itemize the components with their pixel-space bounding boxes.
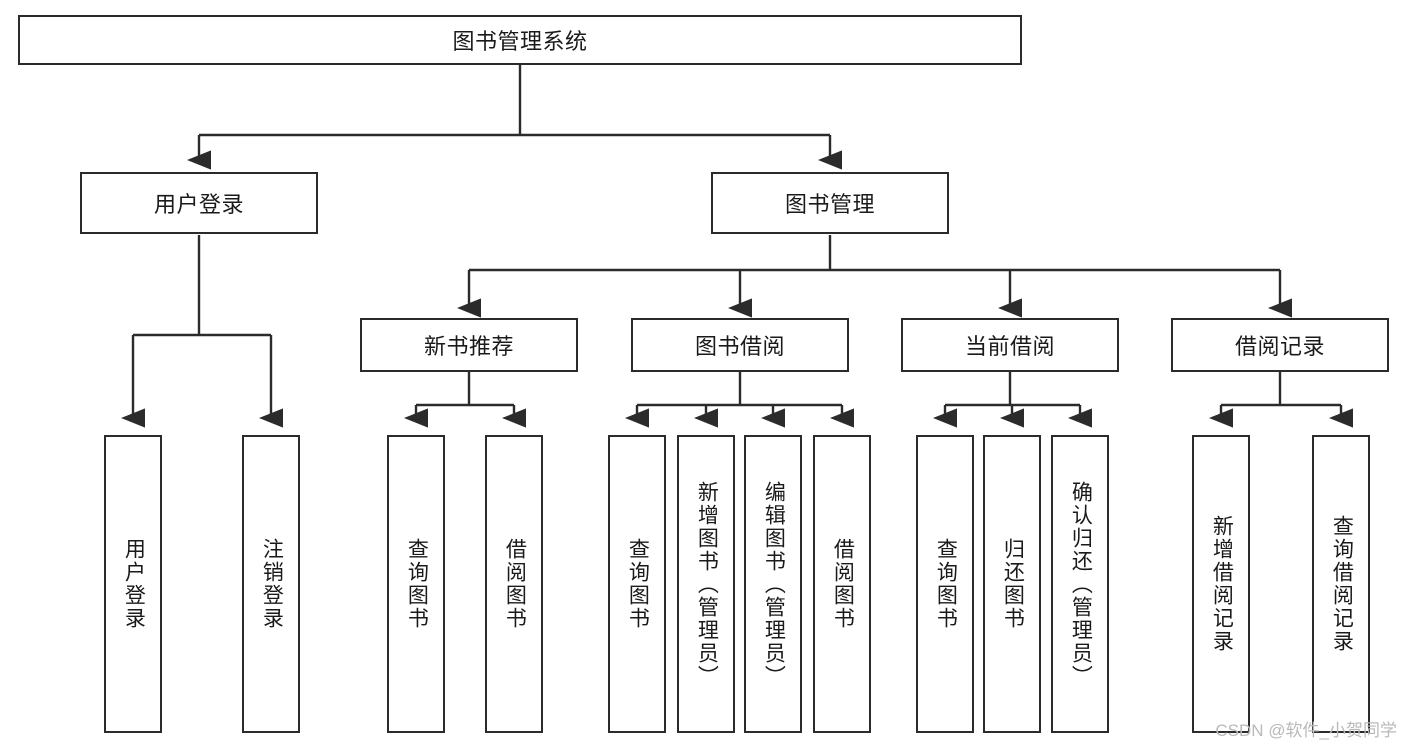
- node-label: 当前借阅: [964, 334, 1055, 359]
- node-label: 确认归还（管理员）: [1069, 480, 1093, 688]
- node-user-login[interactable]: 用户登录: [80, 172, 318, 234]
- leaf-user-login-2[interactable]: 注销登录: [242, 435, 300, 733]
- node-label: 查询图书: [626, 538, 650, 630]
- leaf-book-borrow-4[interactable]: 借阅图书: [813, 435, 871, 733]
- node-label: 新书推荐: [423, 334, 514, 359]
- node-label: 新增图书（管理员）: [695, 480, 719, 688]
- node-root-system[interactable]: 图书管理系统: [18, 15, 1022, 65]
- leaf-borrow-record-2[interactable]: 查询借阅记录: [1312, 435, 1370, 733]
- node-label: 查询图书: [405, 538, 429, 630]
- leaf-new-book-2[interactable]: 借阅图书: [485, 435, 543, 733]
- node-label: 新增借阅记录: [1210, 515, 1234, 653]
- leaf-borrow-record-1[interactable]: 新增借阅记录: [1192, 435, 1250, 733]
- leaf-new-book-1[interactable]: 查询图书: [387, 435, 445, 733]
- node-label: 图书管理系统: [452, 29, 588, 54]
- node-new-book-recommend[interactable]: 新书推荐: [360, 318, 578, 372]
- node-book-management[interactable]: 图书管理: [711, 172, 949, 234]
- node-label: 借阅图书: [503, 538, 527, 630]
- node-label: 借阅图书: [831, 538, 855, 630]
- leaf-book-borrow-3[interactable]: 编辑图书（管理员）: [744, 435, 802, 733]
- node-label: 编辑图书（管理员）: [762, 480, 786, 688]
- node-current-borrow[interactable]: 当前借阅: [901, 318, 1119, 372]
- leaf-user-login-1[interactable]: 用户登录: [104, 435, 162, 733]
- node-label: 图书管理: [784, 192, 875, 217]
- node-label: 图书借阅: [694, 334, 785, 359]
- node-label: 查询借阅记录: [1330, 515, 1354, 653]
- node-label: 用户登录: [122, 538, 146, 630]
- leaf-current-borrow-2[interactable]: 归还图书: [983, 435, 1041, 733]
- node-label: 归还图书: [1001, 538, 1025, 630]
- leaf-book-borrow-1[interactable]: 查询图书: [608, 435, 666, 733]
- leaf-current-borrow-3[interactable]: 确认归还（管理员）: [1051, 435, 1109, 733]
- node-label: 注销登录: [260, 538, 284, 630]
- node-label: 用户登录: [153, 192, 244, 217]
- node-label: 查询图书: [934, 538, 958, 630]
- leaf-current-borrow-1[interactable]: 查询图书: [916, 435, 974, 733]
- node-book-borrow[interactable]: 图书借阅: [631, 318, 849, 372]
- node-borrow-record[interactable]: 借阅记录: [1171, 318, 1389, 372]
- node-label: 借阅记录: [1234, 334, 1325, 359]
- watermark-text: CSDN @软件_小贺同学: [1215, 721, 1397, 740]
- leaf-book-borrow-2[interactable]: 新增图书（管理员）: [677, 435, 735, 733]
